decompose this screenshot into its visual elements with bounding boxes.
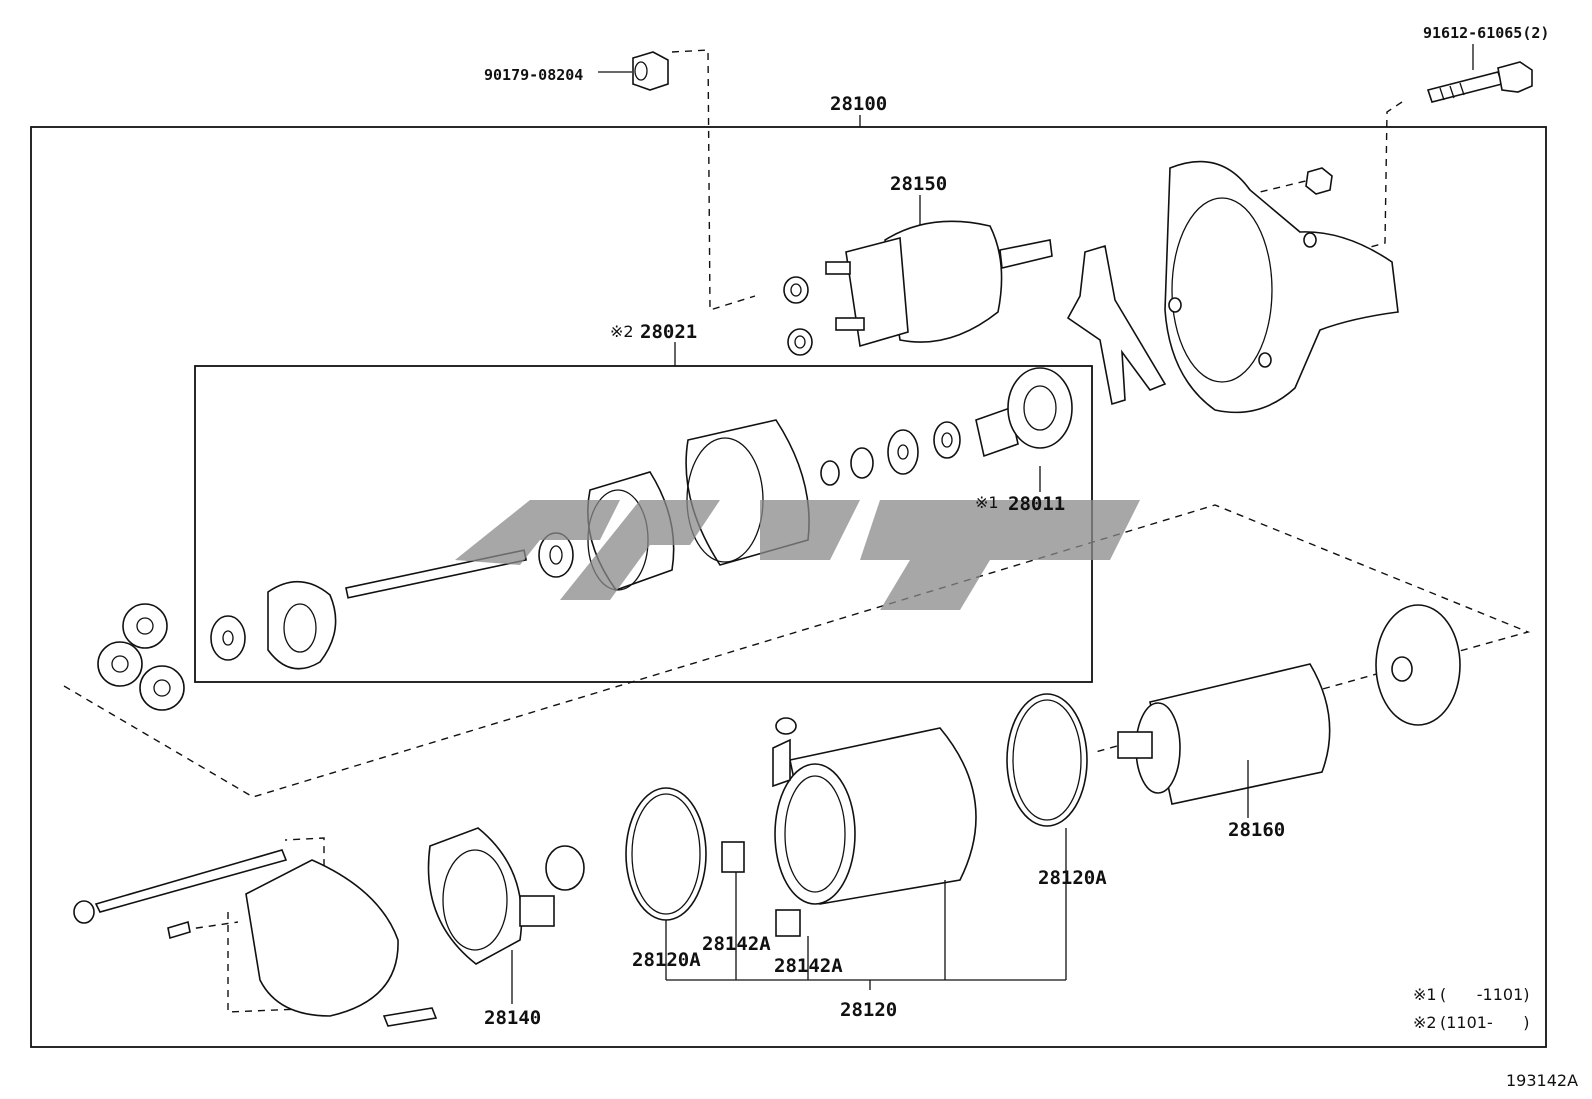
label-bolt: 91612-61065(2) (1423, 24, 1549, 42)
label-brush-holder: 28140 (484, 1007, 541, 1029)
solenoid-part (783, 195, 1053, 356)
label-brush-a: 28142A (702, 933, 771, 955)
figure-reference: 193142A (1506, 1071, 1578, 1090)
label-clutch-mark: ※1 (975, 493, 999, 512)
drive-housing-part (1066, 160, 1399, 414)
note1-text: ( -1101) (1440, 985, 1530, 1004)
label-solenoid: 28150 (890, 173, 947, 195)
label-drive-subassy: 28021 (640, 321, 697, 343)
note1-mark: ※1 (1413, 985, 1437, 1004)
note2-mark: ※2 (1413, 1013, 1437, 1032)
label-drive-subassy-mark: ※2 (610, 322, 634, 341)
nut-part (598, 51, 669, 91)
label-yoke-ring-left: 28120A (632, 949, 701, 971)
assembly-frame (30, 126, 1547, 1048)
yoke-parts (625, 693, 1088, 990)
label-armature: 28160 (1228, 819, 1285, 841)
note2-text: (1101- ) (1440, 1013, 1530, 1032)
label-clutch: 28011 (1008, 493, 1065, 515)
watermark-logo (455, 500, 1140, 610)
brush-holder-parts (73, 827, 585, 1027)
label-nut: 90179-08204 (484, 66, 583, 84)
label-yoke-ring-right: 28120A (1038, 867, 1107, 889)
armature-part (1117, 604, 1461, 818)
bolt-part (1426, 44, 1533, 103)
label-starter-assy: 28100 (830, 93, 887, 115)
label-brush-b: 28142A (774, 955, 843, 977)
gear-parts (97, 603, 185, 711)
label-yoke: 28120 (840, 999, 897, 1021)
